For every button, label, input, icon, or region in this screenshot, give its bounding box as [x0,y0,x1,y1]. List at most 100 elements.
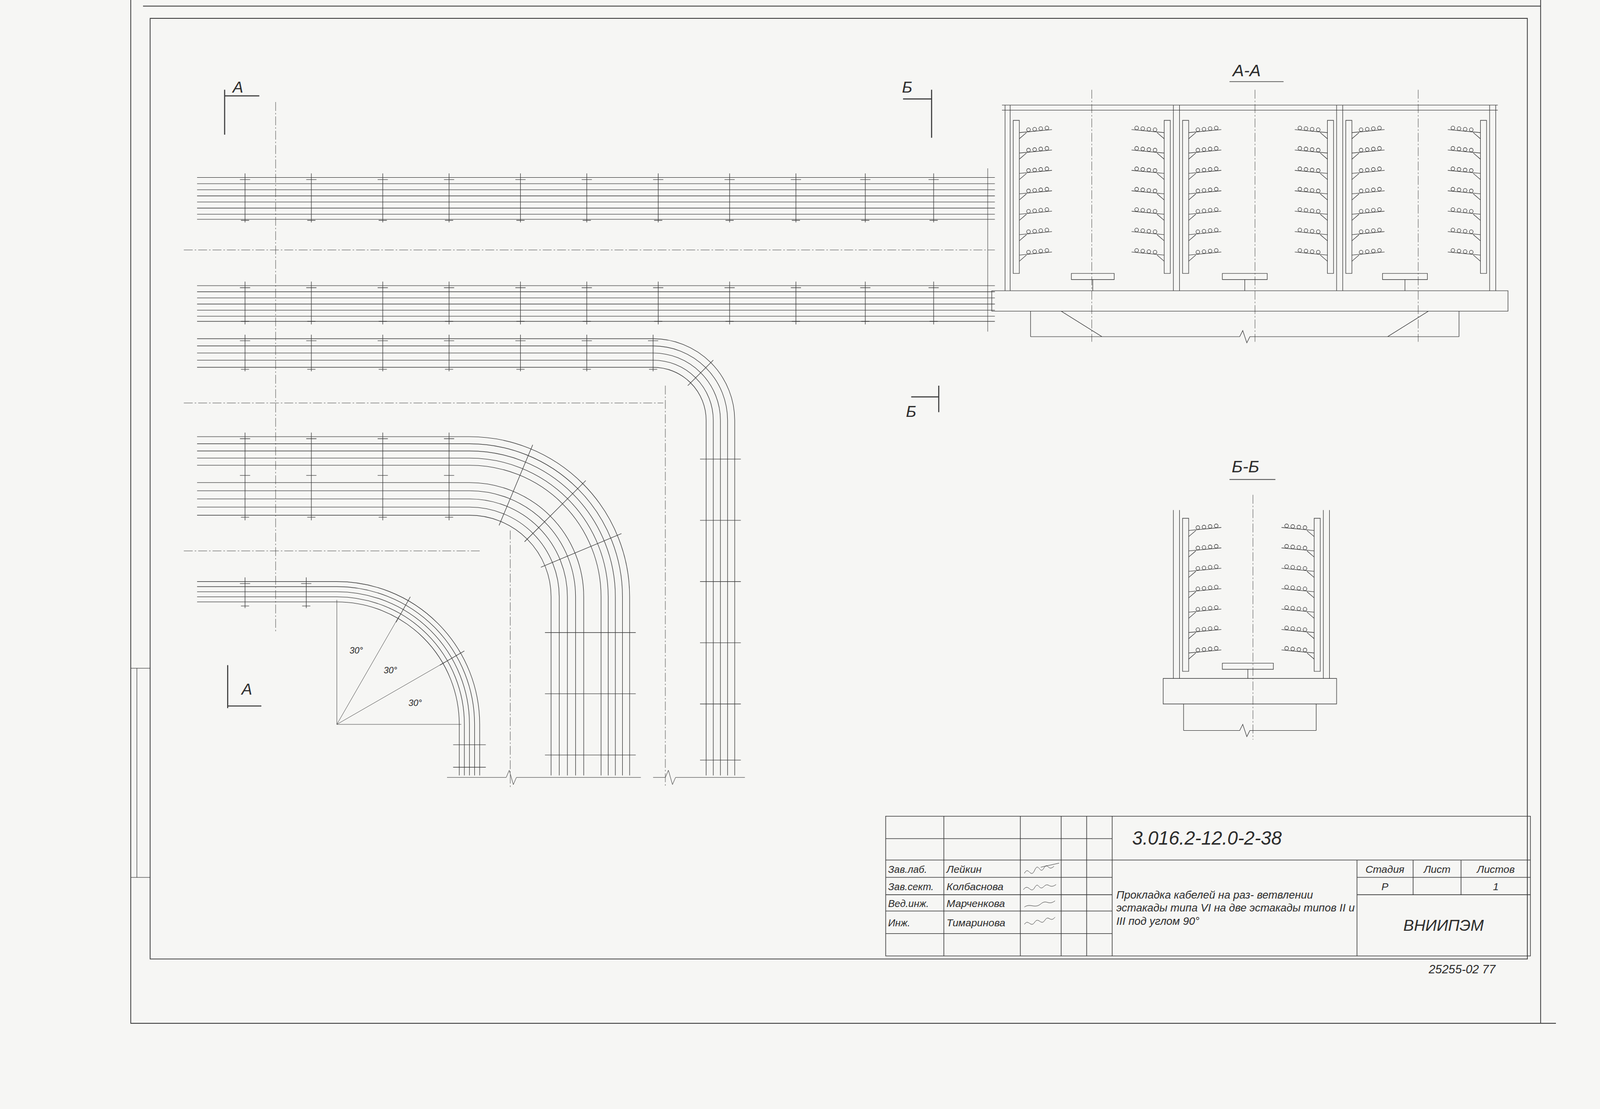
signer-name: Марченкова [944,895,1021,912]
section-mark-line [902,89,932,138]
center-line [509,530,511,788]
tray-post [790,281,801,325]
signer-name: Тимаринова [944,911,1021,934]
section-b-b [1183,703,1317,737]
tray-post [300,577,312,608]
tray-bracket [545,632,636,633]
center-line [183,249,995,250]
title-block [944,816,1113,956]
section-b-b [1281,518,1321,672]
section-b-b [1222,662,1274,669]
tray-bracket [700,703,741,704]
section-a-a [1448,120,1487,274]
tray-post [444,173,455,223]
section-title: Б-Б [1231,456,1260,477]
tray-post [306,281,317,325]
tray-post [581,281,593,325]
center-line [1091,89,1418,342]
section-a-a [991,81,1508,344]
title-block [1356,859,1461,956]
angle-construction [336,600,461,725]
angle-label: 30° [348,645,364,657]
tray-bracket [700,519,741,521]
section-a-a [1229,81,1284,82]
tray-post [377,281,389,325]
tray-post [515,173,526,223]
tray-post [928,173,940,223]
angle-label: 30° [382,665,399,677]
cable-tray-bend [197,338,735,776]
tray-bracket [396,359,742,767]
tray-post [860,173,871,223]
sheet-frame [130,0,1556,1024]
tray-post [240,173,251,223]
center-line [275,101,276,633]
sheet-frame [150,18,1528,959]
center-line [664,385,666,788]
tray-bracket [700,581,741,582]
stage-value: Р [1356,877,1414,896]
tray-post [306,173,317,223]
section-a-a [1182,120,1222,274]
cable-tray-straight [197,177,995,322]
center-line [1252,494,1253,740]
tray-bracket [396,359,714,665]
center-line [183,402,664,403]
cable-tray-straight [197,285,995,322]
angle-construction [336,600,461,725]
break-line [652,770,745,785]
section-a-a [1071,273,1115,280]
sheet-frame [130,668,150,878]
tray-bracket [452,766,486,768]
archive-number: 25255-02 77 [1428,962,1496,977]
sheet-frame [130,0,1556,1024]
break-line [447,770,642,785]
tray-post [240,281,251,325]
section-mark: Б [905,401,917,421]
cable-tray-bend [197,482,584,776]
signature [1024,862,1059,874]
stage-header: Стадия [1356,860,1414,878]
section-a-a [1001,104,1499,110]
tray-post [928,281,940,325]
drawing-code: 3.016.2-12.0-2-38 [1112,816,1531,861]
section-b-b [1163,479,1337,737]
section-a-a [1345,120,1385,274]
section-mark-line [227,665,262,709]
tray-post [860,281,871,325]
section-a-a [1294,120,1334,274]
center-line [183,89,1418,788]
tray-post [652,281,664,325]
signer-name: Колбаснова [944,877,1021,896]
title-block [1356,877,1531,895]
tray-post [515,281,526,325]
drawing-title: Прокладка кабелей на раз- ветвлении эста… [1112,860,1357,956]
section-b-b [1163,678,1337,704]
tray-bracket [545,754,636,755]
section-a-a [1013,120,1052,274]
section-a-a [1131,120,1171,274]
section-a-a [1004,104,1496,291]
title-block [885,816,1531,956]
cable-tray-bend [197,436,630,776]
section-b-b [1247,669,1249,679]
section-mark: А [241,679,252,699]
title-block [885,816,1531,956]
tray-bracket [452,744,486,746]
organization: ВНИИПЭМ [1356,895,1531,956]
tray-bracket [700,458,741,460]
section-a-a [1382,273,1428,280]
cable-tray-bend [197,338,735,776]
section-b-b [1229,479,1276,480]
section-b-b [1173,509,1330,679]
break-line [987,168,989,332]
tray-post [652,173,664,223]
section-b-b [1182,518,1222,672]
section-title: А-А [1232,60,1261,81]
sheet-header: Лист [1413,860,1462,878]
cable-tray-straight [197,177,995,220]
signature [1024,900,1055,907]
signer-name: Лейкин [944,860,1021,878]
signer-role: Инж. [885,911,945,934]
angle-label: 30° [407,698,423,709]
